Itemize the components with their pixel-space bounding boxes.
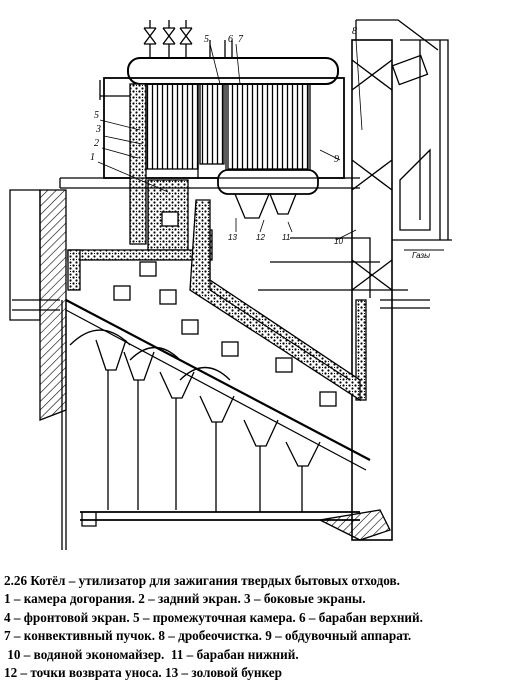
caption-line-5: 10 – водяной экономайзер. 11 – барабан н…	[4, 646, 299, 662]
boiler-casing	[103, 77, 345, 251]
label-6: 6	[228, 34, 233, 45]
label-11: 11	[282, 233, 290, 242]
economizer	[351, 19, 452, 541]
caption-line-6: 12 – точки возврата уноса. 13 – золовой …	[4, 665, 282, 681]
caption-line-3: 4 – фронтовой экран. 5 – промежуточная к…	[4, 609, 423, 625]
label-3: 3	[95, 124, 101, 135]
caption-title: 2.26 Котёл – утилизатор для зажигания тв…	[4, 573, 400, 588]
lower-drum	[217, 169, 319, 219]
label-8: 8	[352, 26, 357, 37]
label-9: 9	[334, 154, 339, 165]
figure-caption: 2.26 Котёл – утилизатор для зажигания тв…	[4, 572, 516, 682]
furnace-walls	[67, 199, 361, 402]
label-gases: Газы	[412, 251, 430, 260]
diagram-labels: 5 3 2 1 5 6 7 8 9 13 12 11 10 Газы	[90, 26, 444, 260]
label-10: 10	[334, 237, 343, 246]
label-7: 7	[238, 34, 244, 45]
label-2: 2	[94, 138, 99, 149]
building-frame	[9, 80, 431, 541]
caption-line-2: 1 – камера догорания. 2 – задний экран. …	[4, 591, 366, 607]
label-1: 1	[90, 152, 95, 163]
label-5-top: 5	[204, 34, 209, 45]
boiler-drawing: 5 3 2 1 5 6 7 8 9 13 12 11 10 Газы	[9, 19, 452, 550]
top-valves	[143, 20, 193, 58]
ash-return-buckets	[113, 211, 337, 407]
leader-lines	[97, 39, 363, 241]
caption-line-4: 7 – конвективный пучок. 8 – дробеочистка…	[4, 628, 412, 644]
label-5: 5	[94, 110, 99, 121]
label-13: 13	[228, 233, 237, 242]
label-12: 12	[256, 233, 265, 242]
ash-hoppers	[69, 329, 360, 527]
